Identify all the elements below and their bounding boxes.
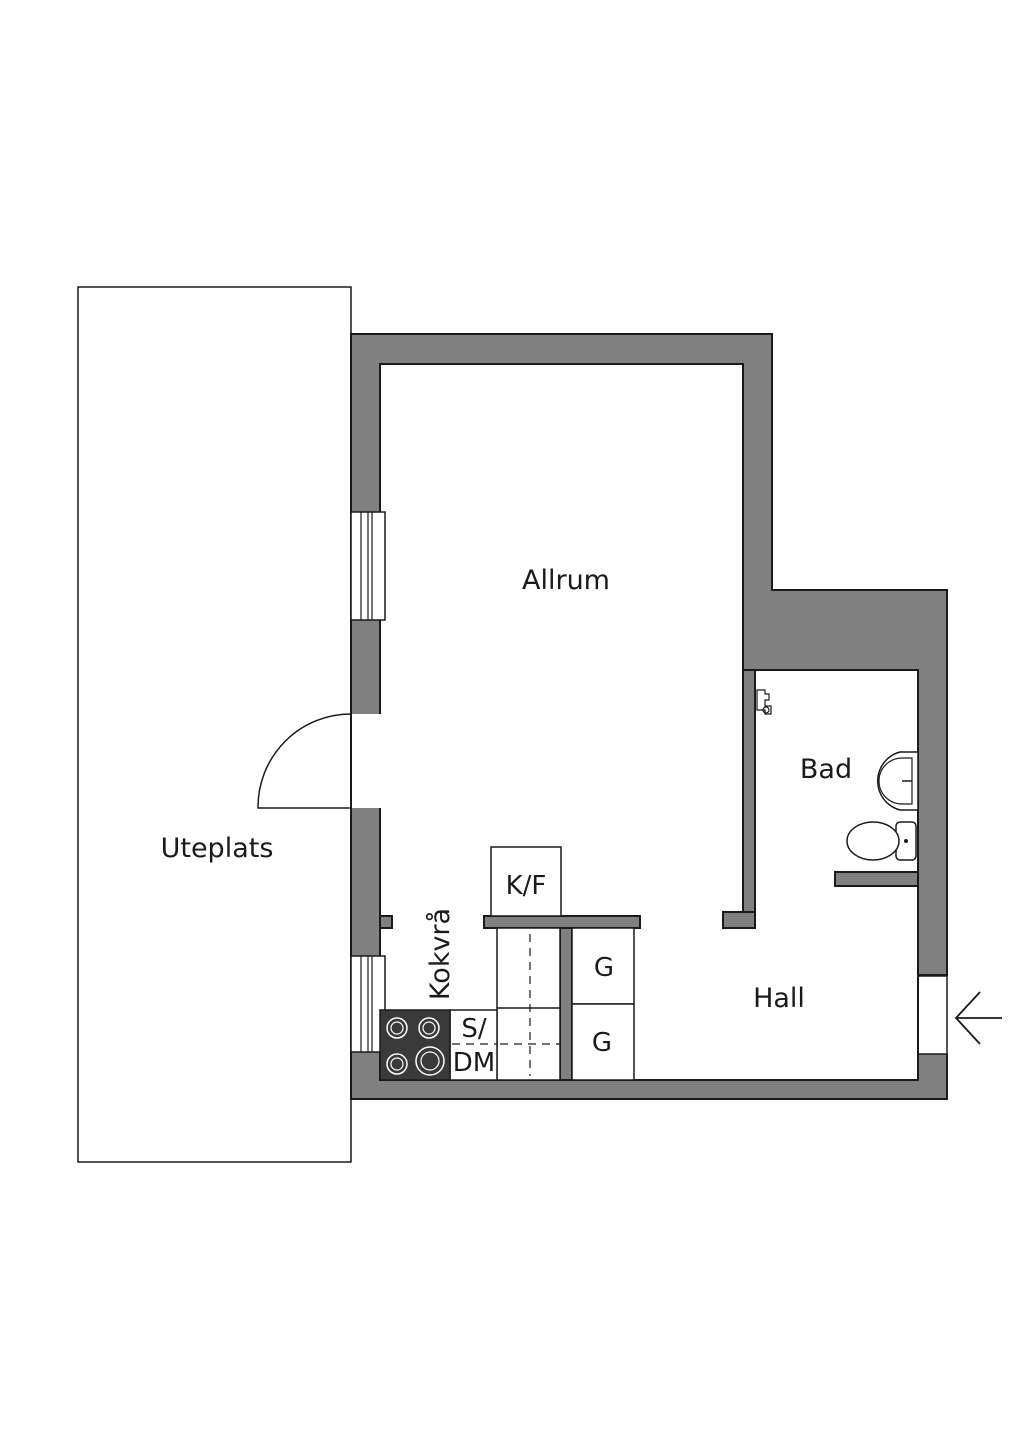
wardrobe-lower-label: G <box>592 1028 612 1058</box>
uteplats-area <box>77 286 352 1163</box>
sink-dishwasher-label-2: DM <box>453 1048 495 1078</box>
kitchen-cabinet <box>496 927 561 1081</box>
entrance-arrow-icon <box>954 991 1002 1045</box>
fridge-freezer <box>490 846 562 917</box>
wardrobe-upper-label: G <box>594 953 614 983</box>
bad-south-wall <box>834 871 919 887</box>
room-label-bad: Bad <box>800 754 852 785</box>
patio-door-gap <box>352 714 382 808</box>
kitchen-wardrobe-divider <box>559 927 573 1081</box>
patio-door-swing <box>257 713 352 809</box>
kitchen-wall-stub <box>379 915 393 929</box>
kitchen-counter-top <box>483 915 641 929</box>
sink-dishwasher <box>449 1009 498 1081</box>
room-label-hall: Hall <box>753 983 805 1014</box>
bad-west-wall-stub <box>722 911 756 929</box>
room-label-allrum: Allrum <box>522 565 610 596</box>
bad-west-wall <box>742 669 756 921</box>
room-label-kokvra: Kokvrå <box>425 908 456 1000</box>
sink-dishwasher-label-1: S/ <box>461 1014 487 1044</box>
shower-icon <box>756 689 772 715</box>
washbasin-icon <box>876 751 919 811</box>
stove-icon <box>379 1009 451 1081</box>
toilet-icon <box>846 821 917 861</box>
entrance-gap <box>919 976 959 1054</box>
fridge-freezer-label: K/F <box>506 871 547 901</box>
wardrobe-lower <box>571 1003 635 1081</box>
wardrobe-upper <box>571 927 635 1005</box>
room-label-uteplats: Uteplats <box>161 833 274 864</box>
window-upper <box>350 511 386 621</box>
